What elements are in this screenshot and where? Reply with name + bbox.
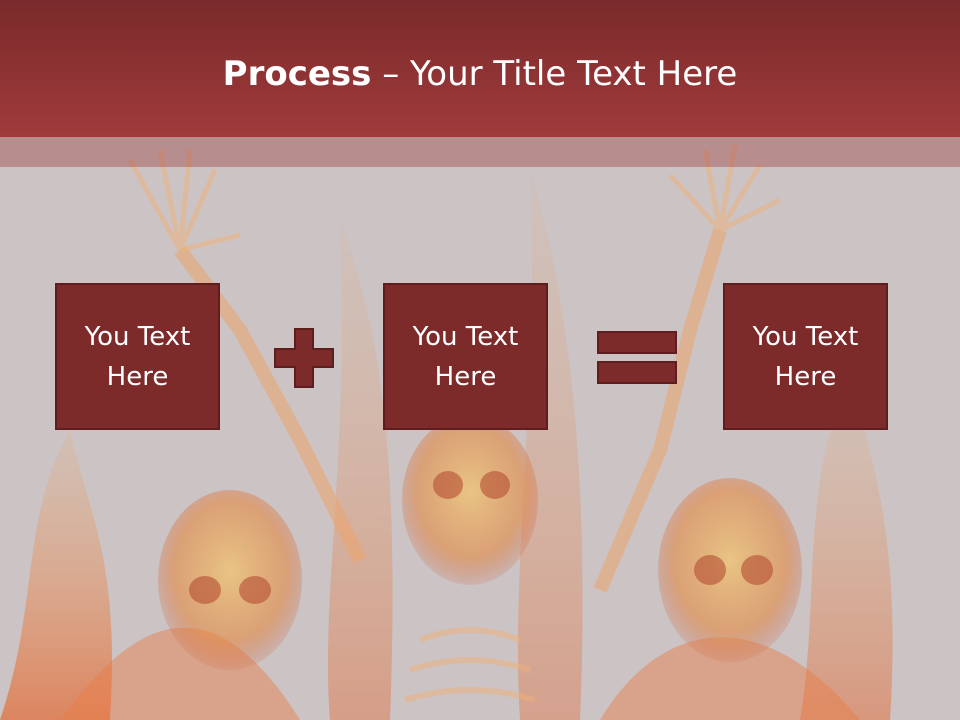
title-divider-strip: [0, 137, 960, 167]
title-separator: –: [371, 54, 411, 94]
plus-icon: [273, 327, 335, 389]
process-box-label: You Text Here: [412, 321, 519, 392]
slide-title[interactable]: Process – Your Title Text Here: [0, 52, 960, 96]
equals-icon: [597, 331, 677, 385]
process-box-3[interactable]: You Text Here: [723, 283, 888, 430]
process-box-2[interactable]: You Text Here: [383, 283, 548, 430]
title-bar: [0, 0, 960, 137]
title-text: Your Title Text Here: [410, 54, 738, 94]
process-box-label: You Text Here: [752, 321, 859, 392]
process-box-label: You Text Here: [84, 321, 191, 392]
process-box-1[interactable]: You Text Here: [55, 283, 220, 430]
title-bold-text: Process: [222, 54, 372, 94]
